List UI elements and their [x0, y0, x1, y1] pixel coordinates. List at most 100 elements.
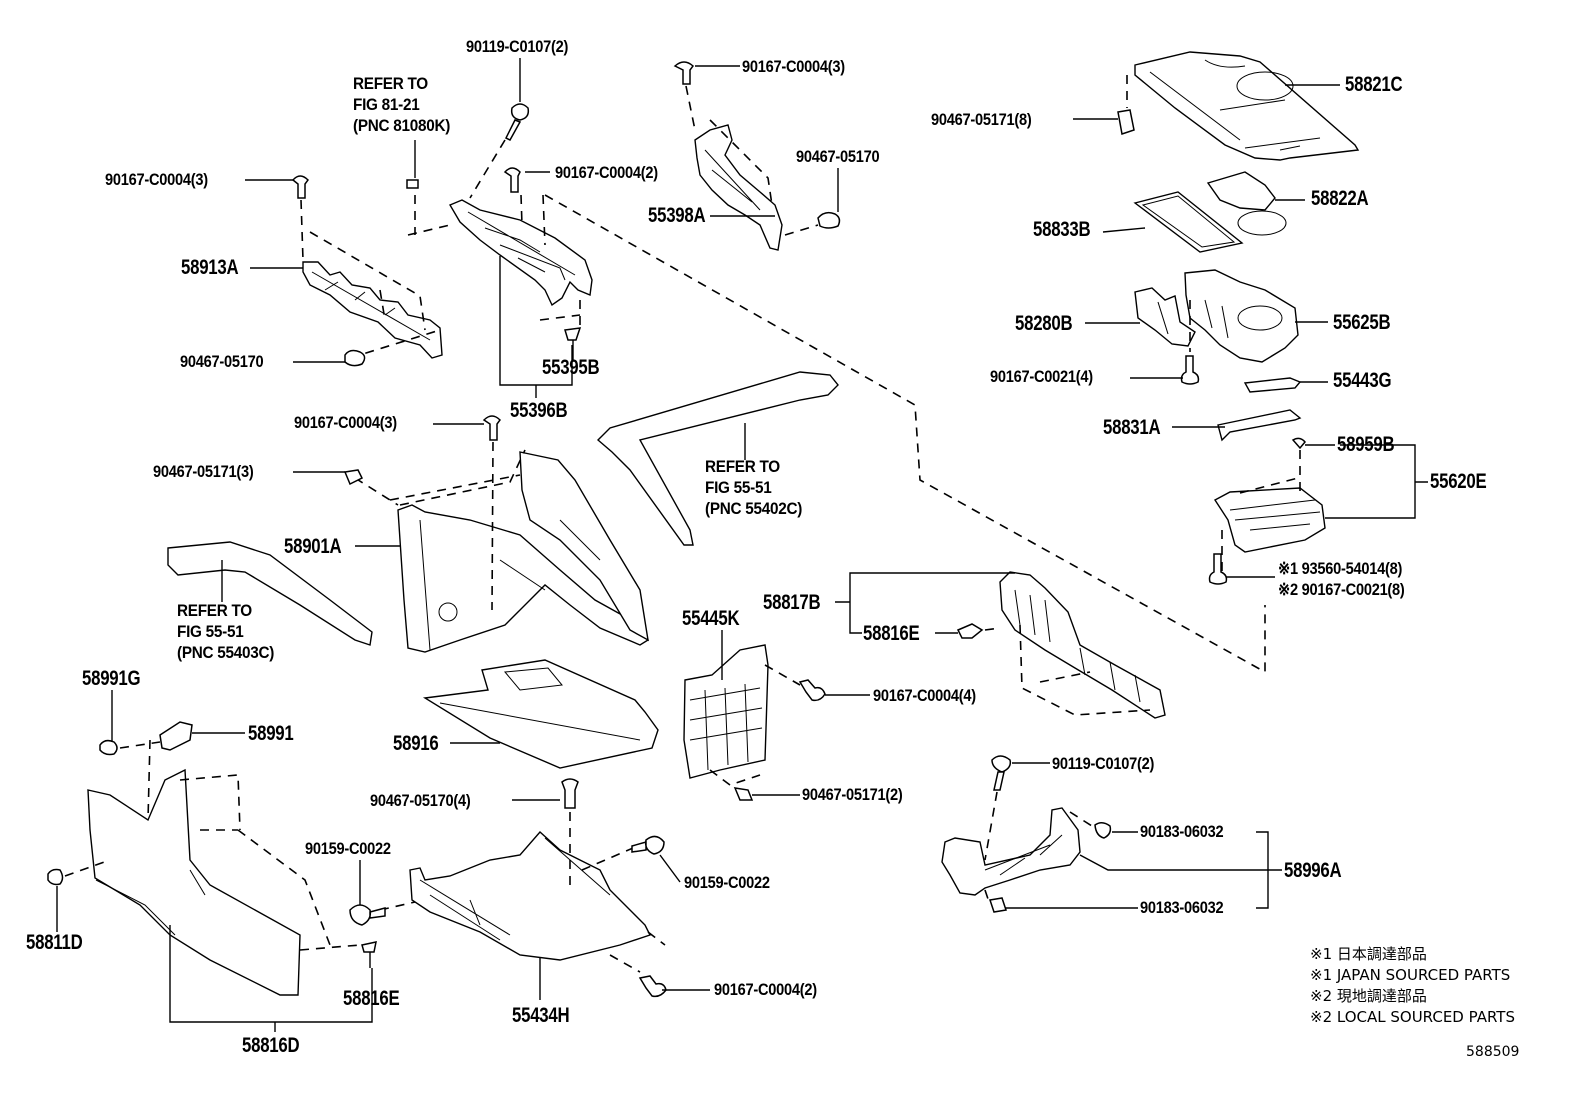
label-90467-05171-3: 90467-05171(3): [153, 462, 254, 481]
label-58996A: 58996A: [1284, 859, 1342, 882]
label-90167-C0021-4: 90167-C0021(4): [990, 367, 1093, 386]
part-55398A-bracket: [694, 124, 783, 251]
part-55625B-cup-holder: [1184, 269, 1299, 363]
part-58816D-panel: [87, 768, 301, 996]
bracket-58816D-callout: [169, 925, 373, 1032]
label-90467-05170-4: 90467-05170(4): [370, 791, 471, 810]
refer-55402C-line-3: (PNC 55402C): [705, 499, 803, 518]
label-58901A: 58901A: [284, 535, 342, 558]
label-58280B: 58280B: [1015, 312, 1073, 335]
label-58991G: 58991G: [82, 667, 141, 690]
bracket-55620E-callout: [1325, 444, 1428, 519]
guide-55445K: [709, 664, 801, 786]
guide-55398A: [685, 85, 819, 236]
refer-81-21-line-1: REFER TO: [353, 74, 428, 93]
part-55396B-bracket: [448, 199, 593, 307]
screw-90167-C0004-upper: [673, 61, 695, 85]
clip-81080K-ref: [406, 179, 419, 189]
screw-90119-C0107-bottom: [991, 755, 1012, 791]
part-58821C-panel: [1134, 51, 1360, 161]
refer-55403C-line-1: REFER TO: [177, 601, 252, 620]
part-58913A-bracket: [302, 261, 443, 359]
label-58816E-right: 58816E: [863, 622, 920, 645]
label-55398A: 55398A: [648, 204, 706, 227]
part-58901A-console-body: [397, 451, 649, 653]
note-japan-jp: ※1 日本調達部品: [1310, 945, 1427, 963]
label-58831A: 58831A: [1103, 416, 1161, 439]
clip-58991G: [99, 739, 118, 756]
part-58831A-strip: [1217, 409, 1302, 442]
screw-90159-C0022-right: [631, 835, 665, 855]
part-55402C-trim-ref: [596, 371, 839, 546]
label-58991: 58991: [248, 722, 294, 745]
label-55625B: 55625B: [1333, 311, 1391, 334]
screw-90167-C0004-mid: [482, 415, 501, 441]
label-refer-81-21: REFER TO FIG 81-21 (PNC 81080K): [353, 73, 450, 136]
sourcing-notes: ※1 日本調達部品 ※1 JAPAN SOURCED PARTS ※2 現地調達…: [1310, 944, 1515, 1028]
guide-58991: [119, 741, 161, 749]
label-58816E-left: 58816E: [343, 987, 400, 1010]
leader-lines: [56, 58, 1340, 1000]
part-58822A-bezel: [1206, 171, 1287, 236]
screw-90167-C0004-left: [291, 175, 309, 199]
label-90183-06032-bottom: 90183-06032: [1140, 898, 1224, 917]
guide-55396B-a: [407, 139, 581, 330]
label-90167-C0004-3-left: 90167-C0004(3): [105, 170, 208, 189]
bracket-58991: [159, 721, 193, 751]
bracket-55396B-callout: [499, 256, 573, 398]
label-58822A: 58822A: [1311, 187, 1369, 210]
screw-90167-C0004-4: [798, 679, 826, 702]
screw-90167-C0004-2-bottom: [638, 975, 667, 998]
label-58821C: 58821C: [1345, 73, 1403, 96]
screw-90167-C0021-4: [1180, 355, 1200, 385]
clip-58816E-left: [361, 941, 377, 953]
clip-90467-05171-3: [343, 469, 364, 486]
note-japan-en: ※1 JAPAN SOURCED PARTS: [1310, 966, 1511, 984]
refer-55402C-line-1: REFER TO: [705, 457, 780, 476]
part-58996A-bracket: [941, 807, 1081, 896]
part-55403C-trim-ref: [167, 541, 373, 646]
note-local-en: ※2 LOCAL SOURCED PARTS: [1310, 1008, 1515, 1026]
label-58916: 58916: [393, 732, 439, 755]
nut-90183-06032-top: [1094, 822, 1112, 839]
label-90467-05171-8: 90467-05171(8): [931, 110, 1032, 129]
label-90159-C0022-left: 90159-C0022: [305, 839, 391, 858]
part-55434H-tray: [409, 831, 651, 961]
part-55620E-box: [1213, 487, 1326, 553]
refer-55403C-line-2: FIG 55-51: [177, 622, 244, 641]
label-90167-C0004-3-top: 90167-C0004(3): [742, 57, 845, 76]
part-58817B-panel: [999, 571, 1166, 719]
screw-90159-C0022-left: [349, 904, 386, 926]
part-55443G-pad: [1243, 377, 1302, 393]
note-local-jp: ※2 現地調達部品: [1310, 987, 1427, 1005]
bracket-58817B-callout: [835, 572, 1015, 634]
label-58833B: 58833B: [1033, 218, 1091, 241]
label-58913A: 58913A: [181, 256, 239, 279]
part-58280B-shift-boot: [1134, 287, 1196, 347]
label-90167-C0004-4: 90167-C0004(4): [873, 686, 976, 705]
clip-90467-05171-top: [1117, 109, 1135, 135]
part-55445K-panel: [683, 644, 769, 779]
label-refer-55-51-55403C: REFER TO FIG 55-51 (PNC 55403C): [177, 600, 274, 663]
nut-90183-06032-bottom: [989, 897, 1007, 913]
refer-81-21-line-2: FIG 81-21: [353, 95, 420, 114]
screw-93560-54014: [1208, 553, 1228, 585]
guide-55434H: [379, 812, 666, 973]
figure-number: 588509: [1466, 1044, 1520, 1060]
guide-58996A: [984, 791, 1096, 906]
label-58816D: 58816D: [242, 1034, 300, 1057]
label-refer-55-51-55402C: REFER TO FIG 55-51 (PNC 55402C): [705, 456, 802, 519]
label-55395B: 55395B: [542, 356, 600, 379]
clip-90467-05171-2: [733, 787, 754, 801]
refer-55402C-line-2: FIG 55-51: [705, 478, 772, 497]
clip-90467-05170-4: [561, 778, 579, 809]
label-58811D: 58811D: [26, 931, 83, 954]
refer-81-21-line-3: (PNC 81080K): [353, 116, 451, 135]
label-55445K: 55445K: [682, 607, 740, 630]
label-90467-05170-left: 90467-05170: [180, 352, 264, 371]
label-90467-05170-top: 90467-05170: [796, 147, 880, 166]
label-90167-C0004-3-mid: 90167-C0004(3): [294, 413, 397, 432]
clip-90467-05170-top: [817, 211, 841, 229]
guide-58901A: [354, 441, 526, 611]
